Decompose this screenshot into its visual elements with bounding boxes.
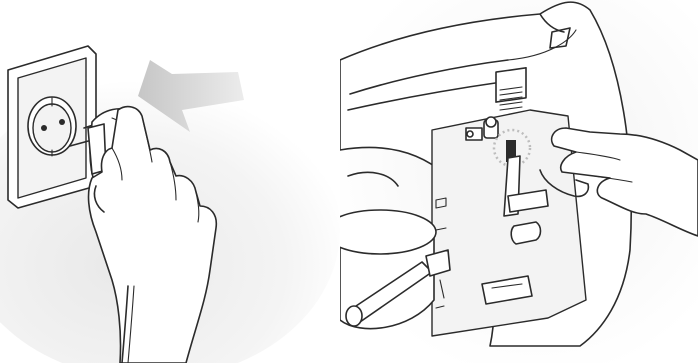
panel-unplug (0, 0, 340, 363)
unplug-illustration (0, 0, 340, 363)
panel-rear-slot (340, 0, 698, 363)
wall-socket-icon (8, 46, 96, 208)
rear-illustration (340, 0, 698, 363)
